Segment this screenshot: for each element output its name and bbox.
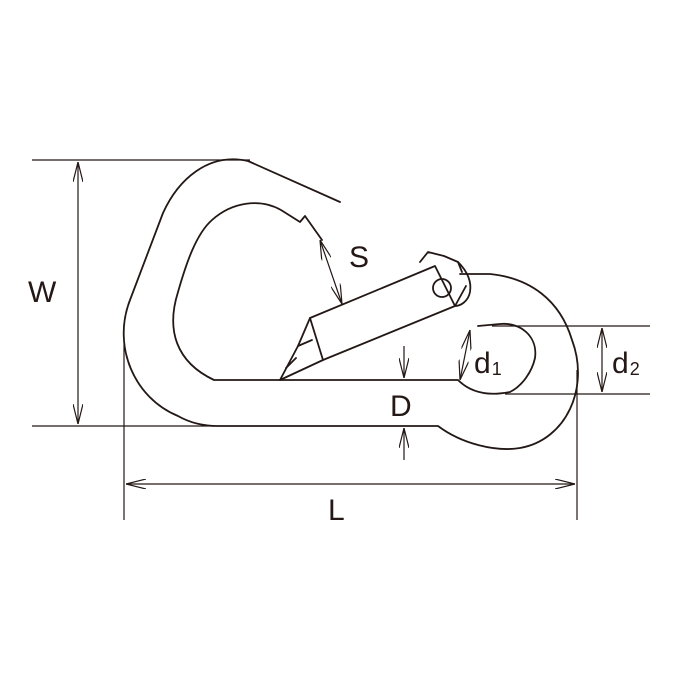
label-d1: d1	[474, 347, 502, 380]
pivot-rivet	[432, 278, 452, 298]
label-d: D	[390, 390, 412, 423]
gate-tip-edge	[297, 339, 313, 347]
gate-hinge-link	[454, 285, 467, 307]
label-d2-subscript: 2	[630, 359, 640, 379]
label-w: W	[28, 276, 57, 309]
gate-body	[309, 265, 456, 361]
gate	[279, 251, 472, 381]
label-l: L	[328, 494, 345, 527]
extension-lines	[32, 159, 650, 520]
label-d1-subscript: 1	[492, 359, 502, 379]
gate-tip-lower	[279, 359, 324, 381]
gate-hinge-bracket	[419, 251, 463, 273]
label-s: S	[349, 241, 369, 274]
label-d2: d2	[612, 347, 640, 380]
gate-hinge-ring	[454, 261, 472, 307]
hook-outer-contour	[122, 158, 579, 450]
label-d1-base: d	[474, 347, 491, 380]
gate-tip-bevel	[285, 357, 297, 369]
label-d2-base: d	[612, 347, 629, 380]
gate-tip	[279, 317, 311, 381]
s-dimension-arrow	[320, 240, 342, 304]
hook-inner-contour	[172, 202, 537, 395]
d1-dimension-arrow	[460, 330, 470, 380]
dimension-arrows	[78, 162, 602, 484]
